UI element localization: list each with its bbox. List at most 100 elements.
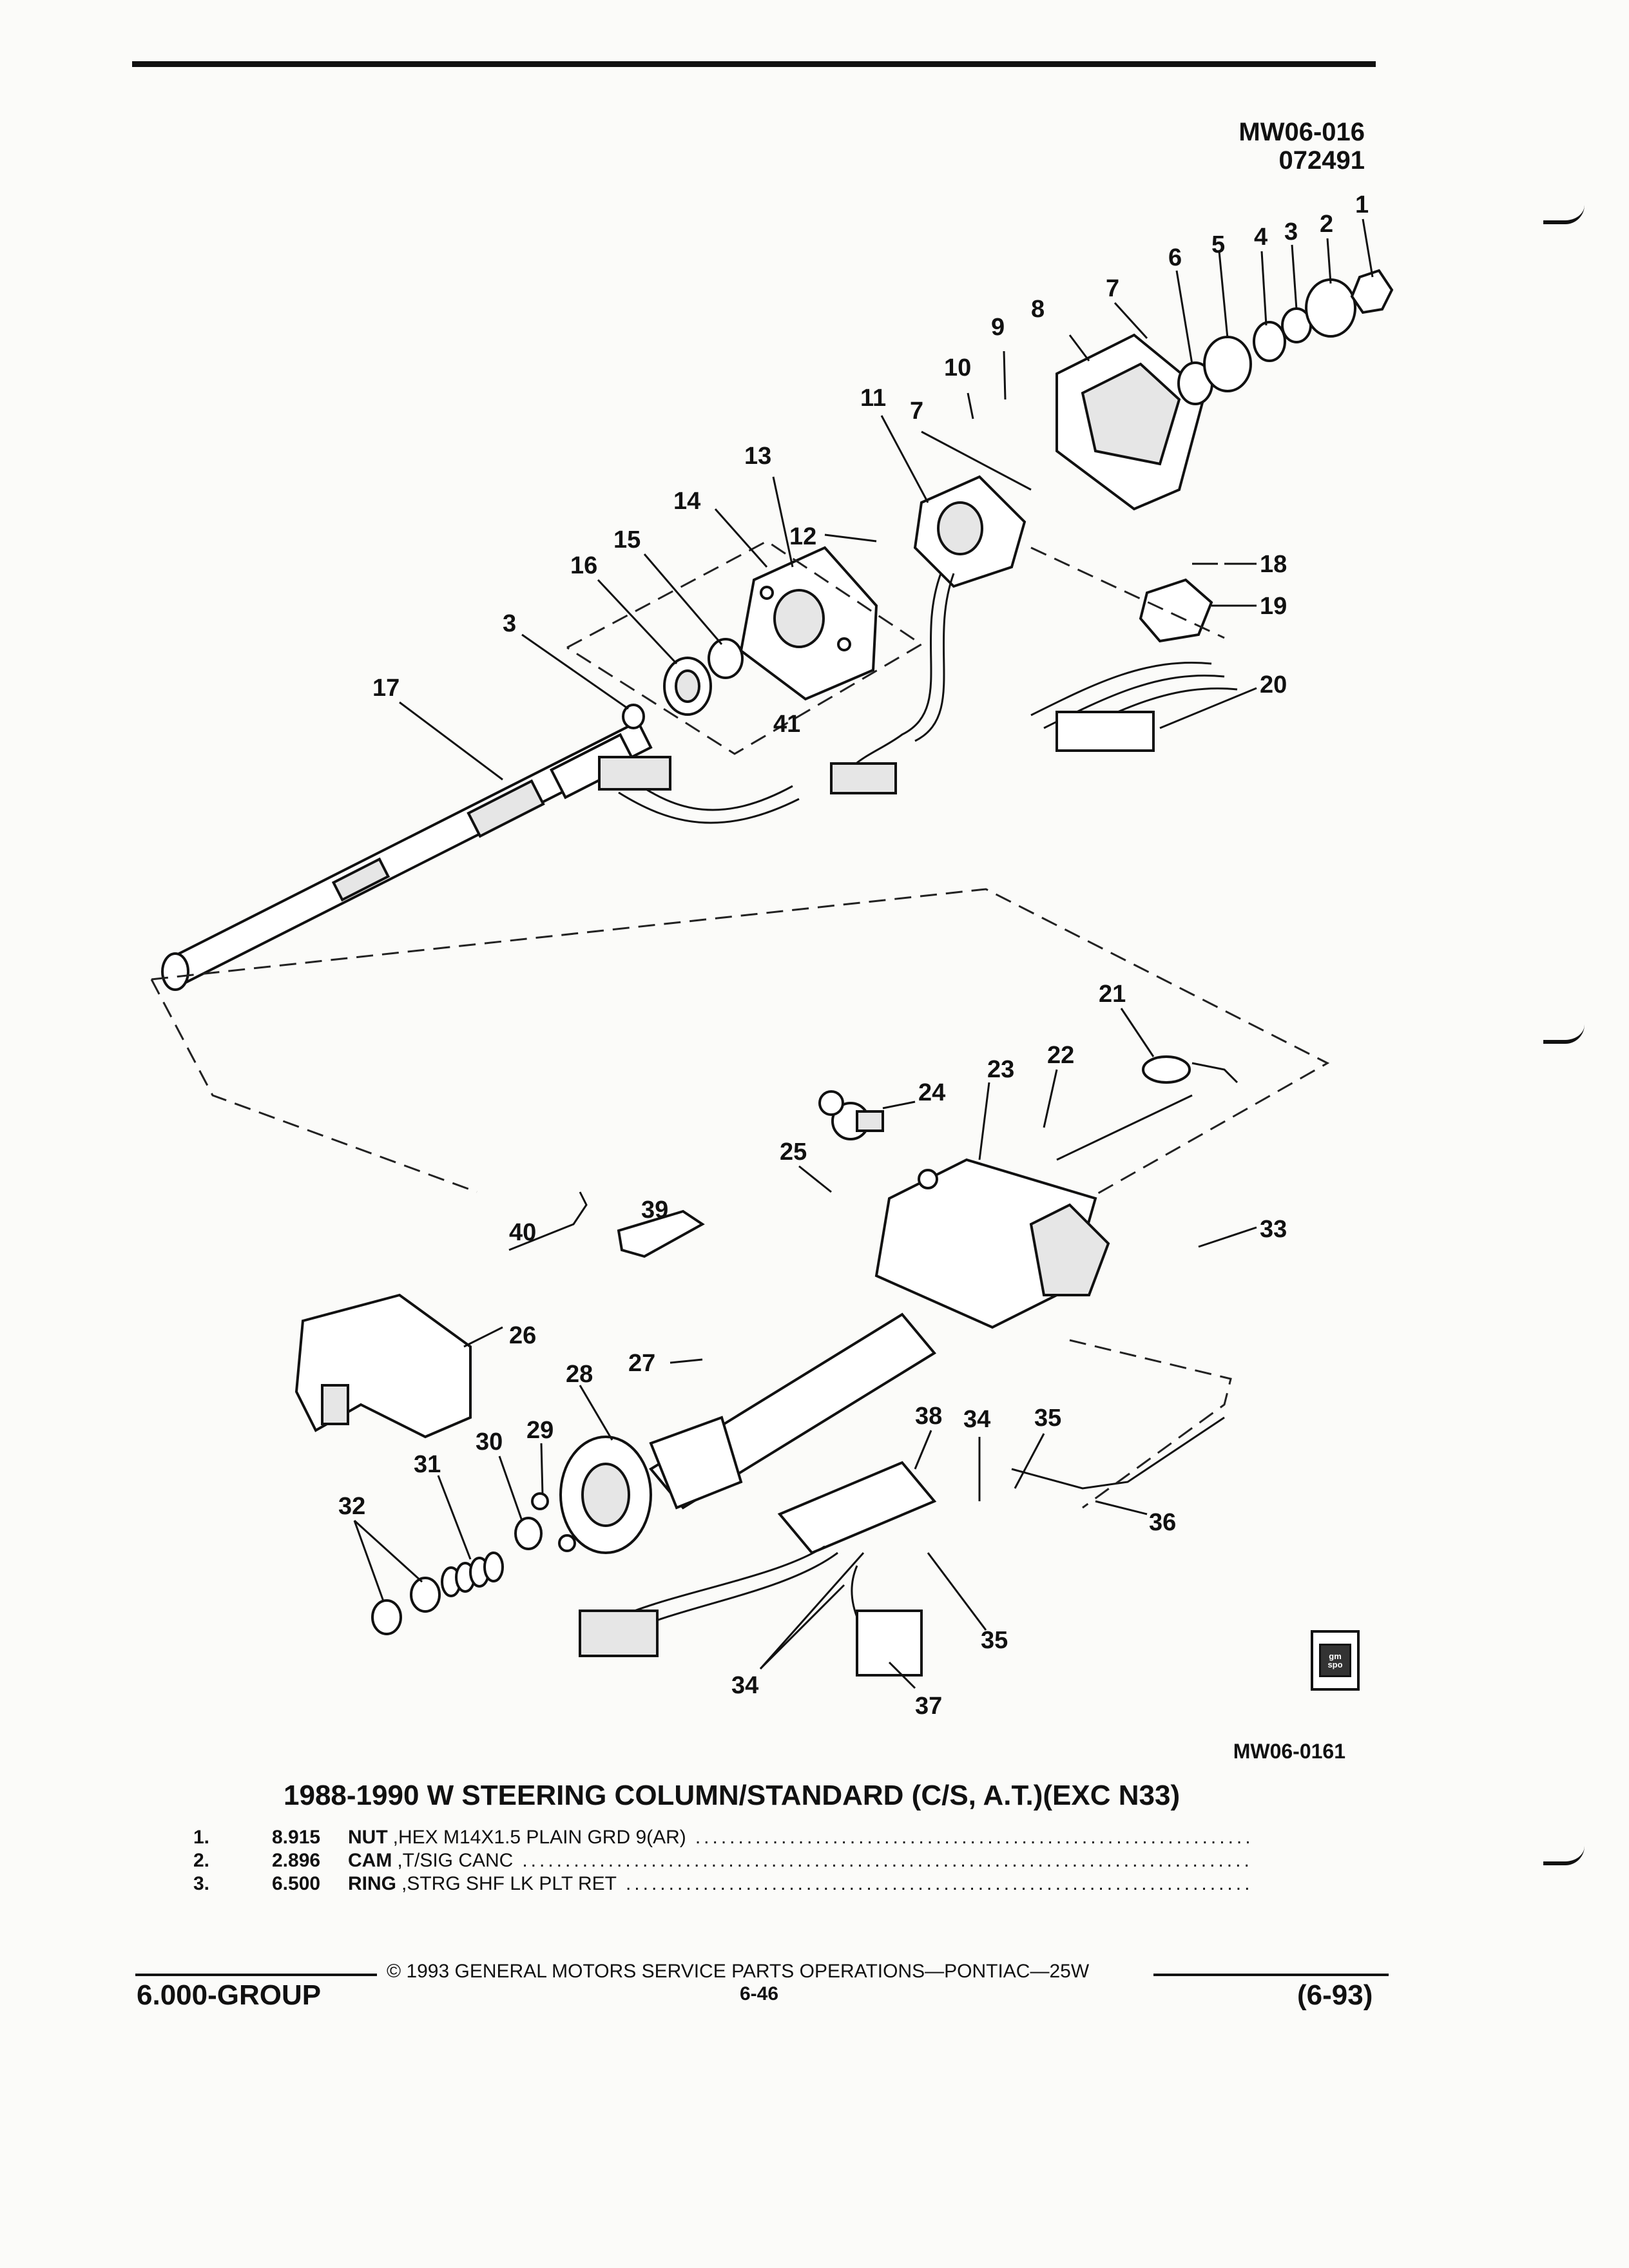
bearing-rings-and-spring (371, 1492, 576, 1635)
callout-29: 29 (526, 1417, 554, 1444)
revision-date: (6-93) (1297, 1979, 1373, 2011)
callout-24: 24 (918, 1079, 945, 1106)
upper-wiring-harness (598, 573, 1238, 824)
illustration-code: MW06-016 072491 (1239, 118, 1365, 175)
callout-28: 28 (566, 1361, 593, 1388)
copyright-notice: © 1993 GENERAL MOTORS SERVICE PARTS OPER… (387, 1961, 1090, 1982)
callout-2: 2 (1320, 211, 1333, 238)
callout-16: 16 (570, 552, 597, 579)
dot-leader: ........................................… (522, 1850, 1250, 1871)
callout-35b: 35 (981, 1627, 1008, 1654)
part-number: 2. (193, 1850, 210, 1871)
binding-mark (1543, 205, 1585, 224)
parts-list: 1. 8.915 NUT ,HEX M14X1.5 PLAIN GRD 9(AR… (193, 1827, 1250, 1896)
callout-7: 7 (1106, 275, 1119, 302)
callout-5: 5 (1211, 231, 1225, 258)
steering-column-housing (874, 1158, 1110, 1329)
callout-18: 18 (1260, 551, 1287, 578)
section-title: 1988-1990 W STEERING COLUMN/STANDARD (C/… (284, 1780, 1181, 1811)
part-quantity: 6.500 (272, 1873, 321, 1894)
page-number: 6-46 (740, 1983, 779, 2004)
part-number: 3. (193, 1873, 210, 1894)
callout-38: 38 (915, 1403, 942, 1430)
callout-19: 19 (1260, 593, 1287, 620)
callout-31: 31 (414, 1451, 441, 1478)
footer-rule-left (135, 1974, 377, 1976)
lower-switch-and-harness (579, 1339, 1232, 1677)
actuator (508, 1191, 705, 1258)
callout-27: 27 (628, 1350, 655, 1377)
callout-25: 25 (780, 1139, 807, 1166)
column-cover (1055, 333, 1207, 511)
parts-row: 2. 2.896 CAM ,T/SIG CANC ...............… (193, 1850, 1250, 1873)
part-quantity: 2.896 (272, 1850, 321, 1871)
part-name: NUT (348, 1827, 388, 1848)
dot-leader: ........................................… (625, 1873, 1250, 1894)
turn-signal-switch (913, 475, 1027, 588)
parts-row: 3. 6.500 RING ,STRG SHF LK PLT RET .....… (193, 1873, 1250, 1896)
callout-7b: 7 (910, 398, 923, 425)
dot-leader: ........................................… (695, 1827, 1250, 1848)
callout-13: 13 (744, 443, 771, 470)
callout-23: 23 (987, 1056, 1014, 1083)
callout-17: 17 (372, 675, 400, 702)
callout-8: 8 (1031, 296, 1045, 323)
lock-cylinder (818, 1090, 884, 1140)
part-description: ,HEX M14X1.5 PLAIN GRD 9(AR) (392, 1827, 686, 1848)
figure-code: MW06-0161 (1233, 1740, 1345, 1763)
footer-rule-right (1153, 1974, 1389, 1976)
callout-labels: 1 2 3 4 5 6 7 8 9 10 11 7 12 13 14 15 16… (338, 191, 1369, 1720)
callout-6: 6 (1168, 244, 1182, 271)
callout-37: 37 (915, 1693, 942, 1720)
dimmer-switch (1139, 562, 1218, 643)
group-label: 6.000-GROUP (137, 1979, 322, 2011)
lock-rod (1056, 1055, 1239, 1161)
callout-3b: 3 (503, 610, 516, 637)
callout-34b: 34 (731, 1672, 758, 1699)
part-quantity: 8.915 (272, 1827, 321, 1848)
part-name: CAM (348, 1850, 392, 1871)
illustration-code-line1: MW06-016 (1239, 118, 1365, 146)
callout-30: 30 (476, 1428, 503, 1456)
callout-11: 11 (860, 385, 886, 412)
steering-shaft (161, 720, 653, 991)
top-rule (132, 61, 1376, 67)
callout-1: 1 (1355, 191, 1369, 218)
gm-spo-logo-mark: gm spo (1319, 1644, 1351, 1677)
illustration-code-line2: 072491 (1278, 146, 1365, 175)
mounting-bracket (294, 1293, 472, 1439)
binding-mark (1543, 1846, 1585, 1865)
callout-9: 9 (991, 314, 1005, 341)
gm-spo-logo: gm spo (1311, 1630, 1360, 1691)
callout-36: 36 (1149, 1509, 1176, 1536)
upper-bearing-parts (622, 638, 744, 729)
callout-21: 21 (1099, 981, 1126, 1008)
part-name: RING (348, 1873, 396, 1894)
column-jacket (559, 1312, 937, 1554)
callout-41: 41 (773, 711, 800, 738)
cancel-cam-stack (1177, 269, 1394, 405)
binding-mark (1543, 1024, 1585, 1044)
callout-35: 35 (1034, 1405, 1061, 1432)
callout-34: 34 (963, 1406, 990, 1433)
callout-3: 3 (1284, 218, 1298, 245)
callout-33: 33 (1260, 1216, 1287, 1243)
callout-20: 20 (1260, 671, 1287, 698)
callout-26: 26 (509, 1322, 536, 1349)
exploded-steering-column-diagram: 1 2 3 4 5 6 7 8 9 10 11 7 12 13 14 15 16… (150, 191, 1394, 1720)
callout-40: 40 (509, 1219, 536, 1246)
lock-plate-housing (739, 546, 878, 701)
part-description: ,STRG SHF LK PLT RET (401, 1873, 617, 1894)
leader-lines (353, 218, 1374, 1689)
part-description: ,T/SIG CANC (397, 1850, 514, 1871)
callout-32: 32 (338, 1493, 365, 1520)
callout-10: 10 (944, 354, 971, 381)
callout-14: 14 (673, 488, 700, 515)
callout-22: 22 (1047, 1042, 1074, 1069)
callout-15: 15 (613, 526, 641, 553)
callout-39: 39 (641, 1196, 668, 1224)
parts-row: 1. 8.915 NUT ,HEX M14X1.5 PLAIN GRD 9(AR… (193, 1827, 1250, 1850)
callout-12: 12 (789, 523, 816, 550)
callout-4: 4 (1254, 224, 1268, 251)
part-number: 1. (193, 1827, 210, 1848)
